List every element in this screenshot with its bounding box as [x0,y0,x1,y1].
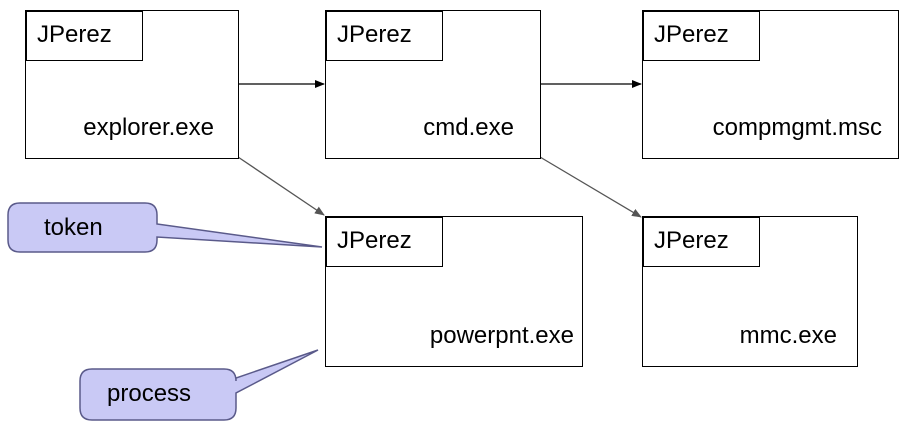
token-label-mmc: JPerez [643,217,760,267]
callout-token [7,202,323,253]
edge-explorer-to-powerpnt [237,156,325,216]
process-box-explorer: JPerez explorer.exe [25,10,239,159]
callout-token-label: token [44,214,103,241]
edge-cmd-to-mmc [539,156,642,218]
callout-process-bubble [79,349,319,421]
process-box-mmc: JPerez mmc.exe [642,216,858,367]
process-name-cmd: cmd.exe [423,114,514,141]
process-name-compmgmt: compmgmt.msc [712,114,882,141]
process-name-powerpnt: powerpnt.exe [429,322,574,349]
token-label-explorer: JPerez [26,11,143,61]
callout-process [79,349,319,421]
token-label-cmd: JPerez [326,11,443,61]
token-label-powerpnt: JPerez [326,217,443,267]
process-box-compmgmt: JPerez compmgmt.msc [642,10,899,159]
callout-process-label: process [107,380,192,407]
process-name-explorer: explorer.exe [83,114,214,141]
process-box-powerpnt: JPerez powerpnt.exe [325,216,583,367]
process-name-mmc: mmc.exe [739,322,837,349]
process-box-cmd: JPerez cmd.exe [325,10,541,159]
callout-token-bubble [7,202,323,253]
token-label-compmgmt: JPerez [643,11,760,61]
